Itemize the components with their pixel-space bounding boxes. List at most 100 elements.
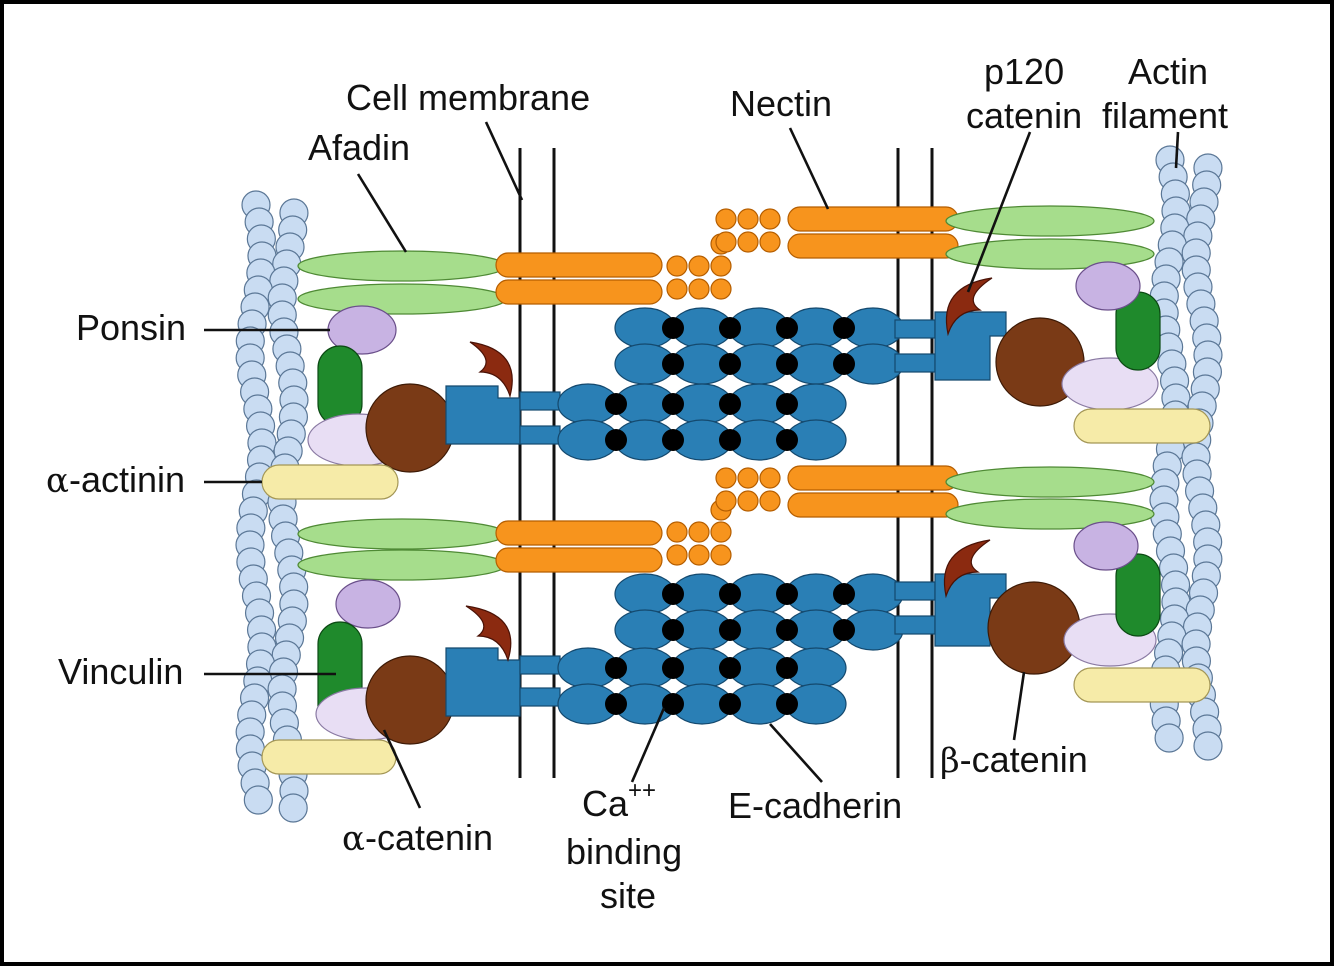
calcium-dot (719, 657, 741, 679)
calcium-dot (662, 317, 684, 339)
calcium-dot (776, 619, 798, 641)
label-alpha-catenin-symbol: α (342, 819, 365, 859)
leader-afadin (356, 173, 408, 253)
ponsin-shape (335, 579, 401, 629)
nectin-shape (495, 547, 663, 573)
nectin-shape (495, 252, 663, 278)
calcium-dot (833, 583, 855, 605)
nectin-shape (787, 233, 959, 259)
nectin-shape (787, 492, 959, 518)
calcium-dot (833, 619, 855, 641)
label-ponsin: Ponsin (76, 307, 186, 348)
afadin-shape (945, 498, 1155, 530)
calcium-dot (776, 317, 798, 339)
label-beta-catenin-rest: -catenin (960, 739, 1088, 780)
calcium-dot (662, 393, 684, 415)
calcium-dot (776, 657, 798, 679)
junction-unit-upper (261, 205, 1211, 500)
calcium-dot (776, 693, 798, 715)
calcium-dot (662, 657, 684, 679)
label-nectin: Nectin (730, 83, 832, 124)
label-calcium-ca: Ca (582, 783, 629, 824)
label-afadin: Afadin (308, 127, 410, 168)
leader-nectin (788, 127, 830, 210)
calcium-binding-sites (605, 317, 855, 715)
actin-bead (278, 793, 308, 823)
alpha-actinin-shape (1073, 408, 1211, 444)
afadin-shape (945, 205, 1155, 237)
calcium-dot (719, 317, 741, 339)
calcium-dot (662, 619, 684, 641)
label-alpha-actinin-rest: -actinin (69, 459, 185, 500)
ponsin-shape (1073, 521, 1139, 571)
calcium-dot (719, 583, 741, 605)
leader-cell-membrane (484, 121, 524, 201)
cadherin-tail-shape (934, 311, 1007, 381)
label-calcium-line3: site (600, 875, 656, 916)
afadin-shape (297, 549, 507, 581)
label-vinculin: Vinculin (58, 651, 183, 692)
leader-e-cadherin (769, 723, 823, 783)
p120-shape (469, 341, 513, 399)
afadin-shape (945, 466, 1155, 498)
nectin-shape (495, 520, 663, 546)
actin-bead (1193, 731, 1223, 761)
calcium-dot (776, 353, 798, 375)
label-calcium-line1: Ca++ (582, 777, 656, 824)
calcium-dot (719, 429, 741, 451)
afadin-shape (297, 518, 507, 550)
label-alpha-catenin-rest: -catenin (365, 817, 493, 858)
vinculin-shape (1115, 553, 1161, 637)
leader-calcium-site (630, 707, 666, 783)
actin-bead (243, 785, 273, 815)
label-calcium-superscript: ++ (628, 777, 656, 804)
nectin-shape (787, 465, 959, 491)
cadherin-tail-shape (445, 385, 521, 445)
calcium-dot (605, 429, 627, 451)
beta-catenin-shape (365, 383, 455, 473)
beta-catenin-shape (365, 655, 455, 745)
calcium-dot (605, 657, 627, 679)
calcium-dot (776, 393, 798, 415)
nectin-shape (495, 279, 663, 305)
calcium-dot (605, 693, 627, 715)
leader-lines (204, 121, 1180, 809)
afadin-shape (297, 250, 507, 282)
calcium-dot (605, 393, 627, 415)
label-e-cadherin: E-cadherin (728, 785, 902, 826)
actin-bead (1154, 723, 1184, 753)
calcium-dot (719, 619, 741, 641)
leader-p120-catenin (966, 131, 1032, 293)
calcium-dot (662, 353, 684, 375)
p120-shape (465, 605, 512, 662)
junction-unit-lower (261, 465, 1211, 775)
calcium-dot (662, 583, 684, 605)
calcium-dot (833, 353, 855, 375)
label-actin-line2: filament (1102, 95, 1228, 136)
label-beta-catenin: β-catenin (940, 739, 1088, 781)
actin-filament-left (235, 190, 309, 823)
beta-catenin-shape (987, 581, 1081, 675)
label-alpha-catenin: α-catenin (342, 817, 493, 859)
label-cell-membrane: Cell membrane (346, 77, 590, 118)
p120-shape (943, 539, 991, 599)
label-actin-line1: Actin (1128, 51, 1208, 92)
calcium-dot (662, 429, 684, 451)
alpha-actinin-shape (261, 739, 397, 775)
calcium-dot (719, 353, 741, 375)
calcium-dot (833, 317, 855, 339)
afadin-shape (297, 283, 507, 315)
label-p120-line1: p120 (984, 51, 1064, 92)
labels: Cell membrane Afadin Nectin p120 catenin… (46, 51, 1228, 916)
label-beta-catenin-symbol: β (940, 741, 960, 781)
cell-membrane-left (518, 148, 556, 778)
leader-actin-filament (1174, 131, 1180, 169)
calcium-dot (776, 583, 798, 605)
p120-shape (945, 277, 993, 337)
alpha-actinin-shape (1073, 667, 1211, 703)
label-alpha-actinin-symbol: α (46, 461, 69, 501)
leader-alpha-catenin (382, 729, 422, 809)
